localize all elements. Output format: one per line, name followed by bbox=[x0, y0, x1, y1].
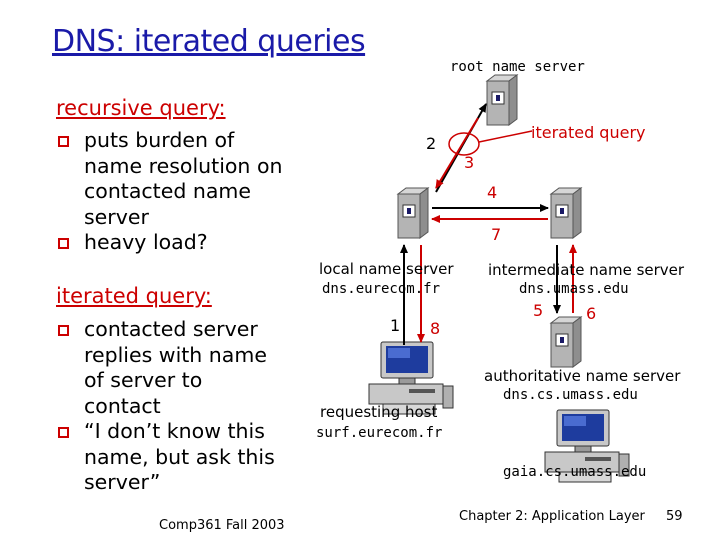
intermediate-server-label: intermediate name server bbox=[488, 261, 685, 279]
intermediate-server-icon bbox=[550, 187, 582, 239]
step-2-label: 2 bbox=[426, 134, 437, 153]
recursive-bullets: puts burden of name resolution on contac… bbox=[58, 128, 282, 256]
footer-page-number: 59 bbox=[666, 509, 683, 524]
authoritative-server-label: authoritative name server bbox=[484, 367, 681, 385]
local-server-label: local name server bbox=[319, 260, 454, 278]
footer-chapter: Chapter 2: Application Layer bbox=[459, 509, 645, 524]
recursive-heading: recursive query: bbox=[56, 96, 226, 120]
root-server-label: root name server bbox=[450, 59, 585, 75]
root-server-icon bbox=[486, 74, 518, 126]
requesting-host-label: requesting host bbox=[320, 403, 438, 421]
bullet-icon bbox=[58, 325, 69, 336]
bullet-icon bbox=[58, 136, 69, 147]
intermediate-server-host: dns.umass.edu bbox=[519, 281, 629, 297]
bullet-item: “I don’t know this name, but ask this se… bbox=[58, 419, 275, 496]
step-3-label: 3 bbox=[464, 153, 475, 172]
footer-course: Comp361 Fall 2003 bbox=[159, 518, 285, 533]
bullet-icon bbox=[58, 427, 69, 438]
authoritative-server-host: dns.cs.umass.edu bbox=[503, 387, 638, 403]
bullet-item: heavy load? bbox=[58, 230, 282, 256]
step-5-label: 5 bbox=[533, 301, 544, 320]
bullet-item: puts burden of name resolution on contac… bbox=[58, 128, 282, 230]
gaia-host-name: gaia.cs.umass.edu bbox=[503, 464, 647, 480]
iterated-heading: iterated query: bbox=[56, 284, 212, 308]
step-1-label: 1 bbox=[390, 316, 401, 335]
bullet-icon bbox=[58, 238, 69, 249]
bullet-item: contacted server replies with name of se… bbox=[58, 317, 275, 419]
authoritative-server-icon bbox=[550, 316, 582, 368]
step-8-label: 8 bbox=[430, 319, 441, 338]
step-6-label: 6 bbox=[586, 304, 597, 323]
requesting-host-name: surf.eurecom.fr bbox=[316, 425, 443, 441]
step-7-label: 7 bbox=[491, 225, 502, 244]
iterated-bullets: contacted server replies with name of se… bbox=[58, 317, 275, 496]
iterated-query-pointer bbox=[478, 130, 533, 143]
iterated-query-label: iterated query bbox=[531, 123, 646, 142]
local-server-host: dns.eurecom.fr bbox=[322, 281, 441, 297]
step-4-label: 4 bbox=[487, 183, 498, 202]
iterated-query-highlight bbox=[448, 132, 480, 156]
page-title: DNS: iterated queries bbox=[52, 24, 366, 59]
local-server-icon bbox=[397, 187, 429, 239]
